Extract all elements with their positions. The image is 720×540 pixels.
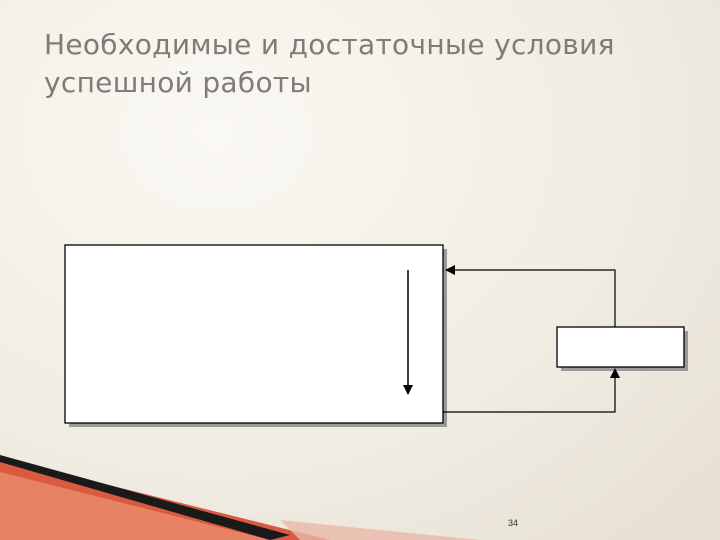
small-box	[557, 327, 684, 367]
up-arrow-icon	[443, 369, 615, 412]
page-number: 34	[508, 518, 518, 528]
main-box	[65, 245, 443, 423]
left-arrow-icon	[446, 270, 615, 327]
